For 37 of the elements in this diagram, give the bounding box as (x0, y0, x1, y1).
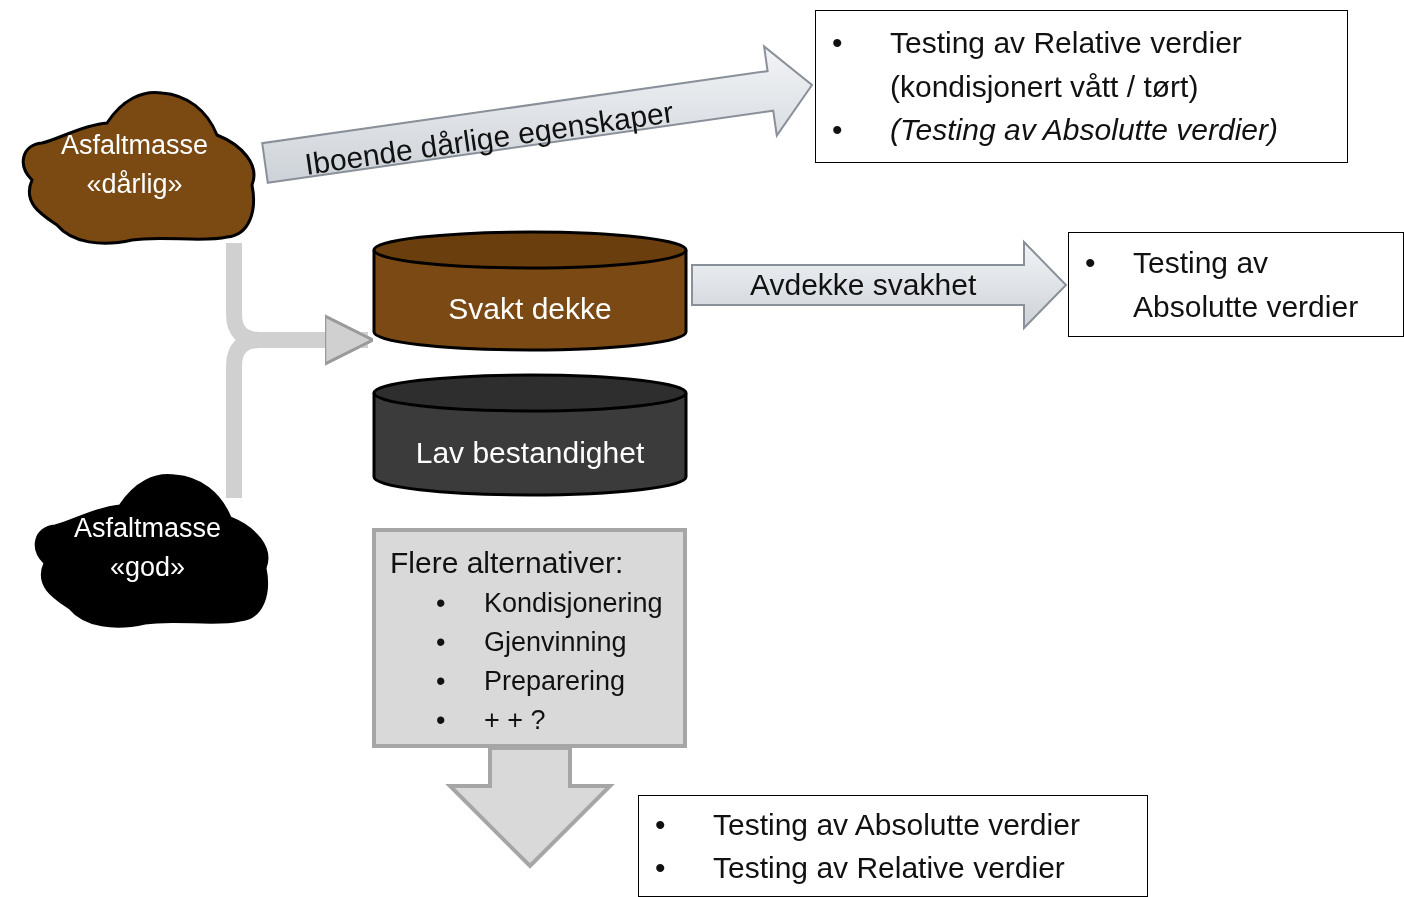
list-item: (Testing av Absolutte verdier) (890, 112, 1278, 149)
block-arrow (691, 239, 1068, 331)
list-item: Gjenvinning (484, 626, 627, 660)
bullet: • (832, 25, 844, 62)
blob-shape (21, 91, 256, 245)
box-heading: Flere alternativer: (390, 545, 625, 581)
node-label: Lav bestandighet (415, 435, 645, 472)
edge-label: Avdekke svakhet (750, 270, 977, 300)
node-label: Svakt dekke (448, 291, 612, 328)
list-item: Testing av Absolutte verdier (713, 806, 1080, 843)
edge-label: Iboende dårlige egenskaper (302, 97, 676, 180)
bullet: • (655, 806, 667, 843)
list-item: Testing av Relative verdier (713, 850, 1065, 886)
list-item: Kondisjonering (484, 587, 663, 620)
bullet: • (436, 704, 447, 738)
block-arrow (261, 44, 814, 184)
text-box (638, 795, 1148, 897)
blob-shape (34, 474, 269, 628)
list-item: + + ? (484, 704, 546, 738)
bullet: • (436, 587, 447, 620)
cylinder-shape (372, 230, 688, 352)
bullet: • (436, 626, 447, 660)
list-item: Testing av Relative verdier (kondisjonert vått / tørt) (890, 25, 1243, 105)
node-label: Asfaltmasse «god» (72, 511, 223, 584)
bullet: • (832, 112, 844, 149)
merge-arrow (226, 314, 375, 498)
list-item: Testing av Absolutte verdier (1133, 245, 1360, 325)
text-box (815, 10, 1348, 163)
bullet: • (1085, 245, 1097, 281)
bullet: • (436, 665, 447, 699)
cylinder-shape (372, 373, 688, 497)
list-item: Preparering (484, 665, 626, 699)
block-arrow (445, 746, 615, 869)
text-box (1068, 232, 1404, 337)
node-label: Asfaltmasse «dårlig» (59, 128, 210, 201)
bullet: • (655, 850, 667, 886)
options-box (372, 528, 687, 748)
